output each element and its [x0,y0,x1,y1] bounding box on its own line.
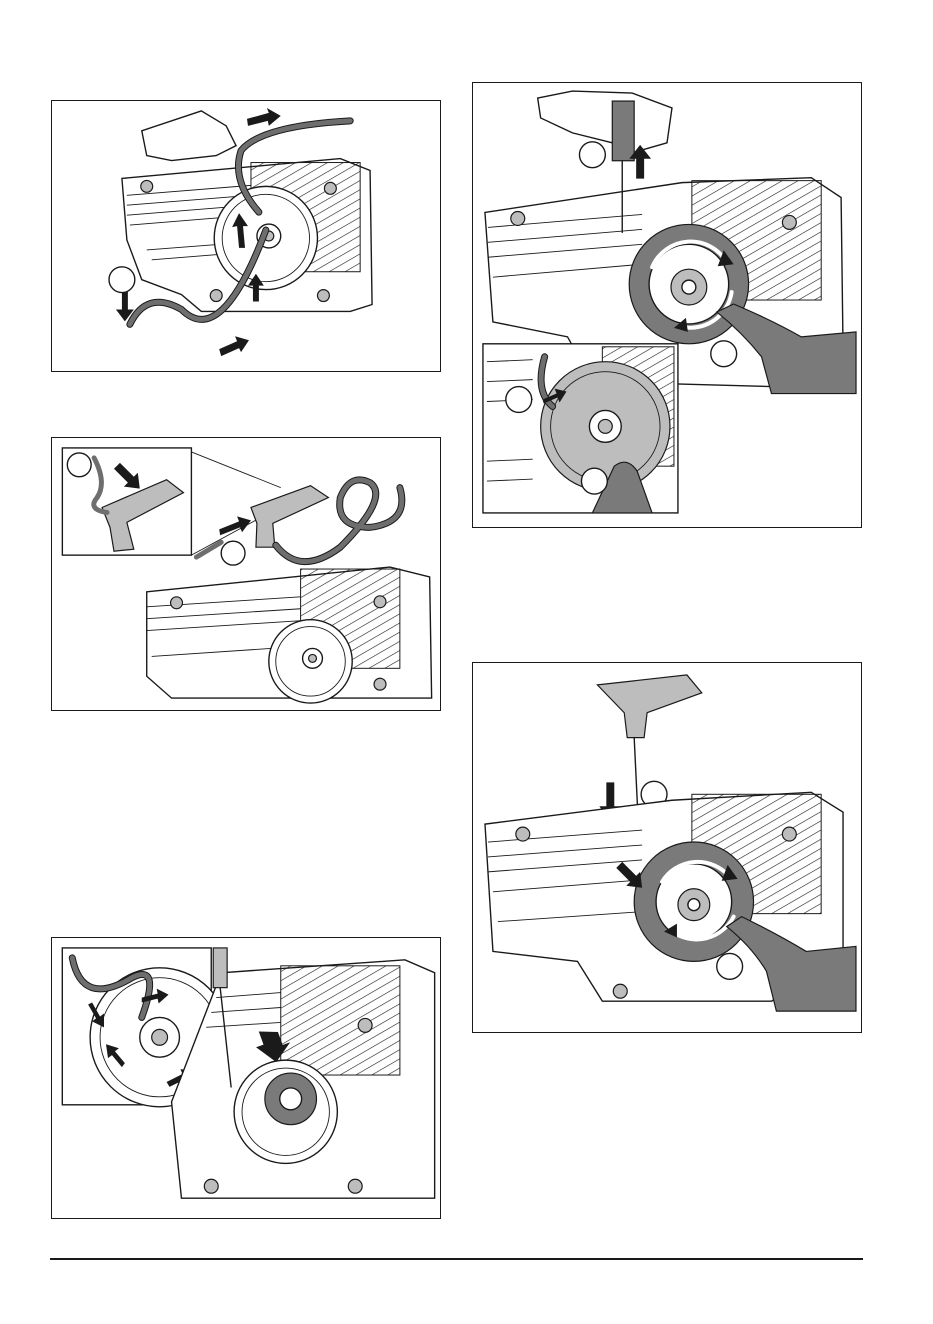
figure-check-spring [472,662,862,1033]
callout-circle-icon [717,953,743,979]
callout-circle-icon [711,341,737,367]
callout-circle-icon [506,387,532,413]
arrow-icon [219,336,249,356]
figure-install-pulley [51,937,441,1219]
pulley-install-illustration [52,938,440,1218]
spring-check-illustration [473,663,861,1032]
callout-circle-icon [579,142,605,168]
callout-circle-icon [221,541,245,565]
spring-tension-illustration [473,83,861,527]
starter-handle-illustration [52,438,440,710]
footer-rule [50,1258,863,1260]
arrow-icon [247,108,281,126]
figure-remove-starter-cord [51,100,441,372]
starter-handle-icon [597,675,701,738]
callout-circle-icon [67,453,91,477]
callout-circle-icon [581,468,607,494]
figure-attach-handle [51,437,441,711]
figure-tension-spring [472,82,862,528]
starter-cord-illustration [52,101,440,371]
arrow-icon [219,516,251,535]
callout-circle-icon [109,267,135,293]
